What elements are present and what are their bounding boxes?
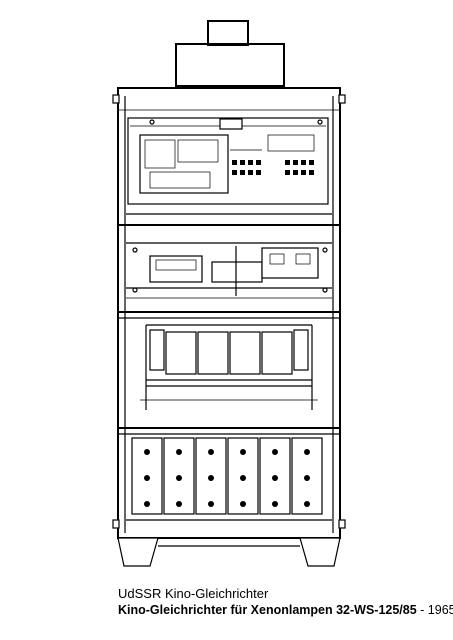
- transformer-section: [140, 324, 318, 410]
- rectifier-modules: [126, 437, 332, 521]
- cabinet-base: [117, 537, 341, 567]
- caption-line-2: Kino-Gleichrichter für Xenonlampen 32-WS…: [118, 603, 453, 617]
- relay-section: [126, 242, 332, 299]
- caption-line-1: UdSSR Kino-Gleichrichter: [118, 586, 269, 601]
- control-panel: [126, 117, 332, 215]
- caption-year: - 1965: [416, 603, 453, 617]
- caption-model-title: Kino-Gleichrichter für Xenonlampen 32-WS…: [118, 603, 417, 617]
- cabinet-frame: [112, 87, 346, 539]
- motor-housing: [175, 20, 285, 87]
